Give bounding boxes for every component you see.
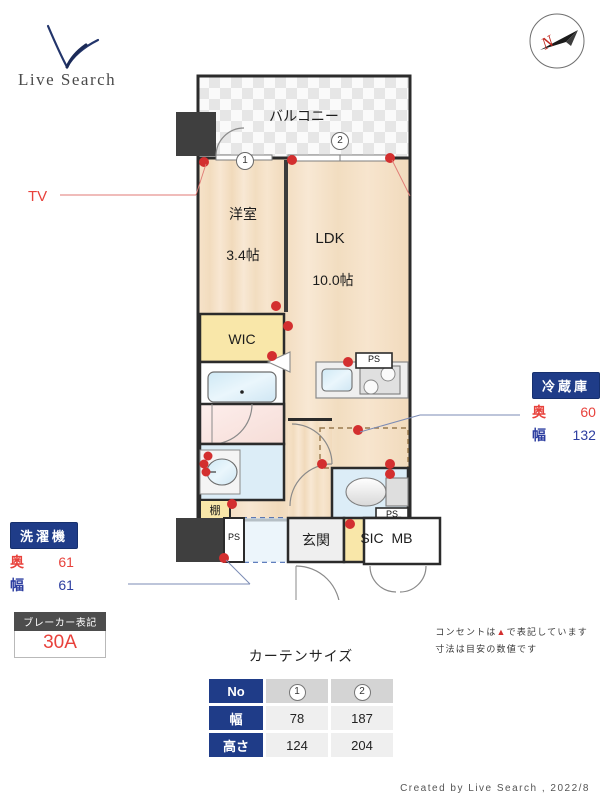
table-row: 幅 78 187 bbox=[209, 706, 393, 730]
legend-note-line1-pre: コンセントは bbox=[435, 627, 497, 637]
room-label-balcony: バルコニー bbox=[269, 108, 339, 124]
callout-refrigerator-depth: 奥 60 bbox=[532, 402, 600, 422]
room-label-wic: WIC bbox=[228, 331, 256, 347]
tv-outlet-label: TV bbox=[28, 188, 48, 205]
width-value: 61 bbox=[58, 577, 74, 593]
legend-note: コンセントは▲で表記しています 寸法は目安の数値です bbox=[435, 624, 588, 658]
toilet-tank-icon bbox=[385, 477, 409, 507]
curtain-width-1: 78 bbox=[266, 706, 328, 730]
room-genkan-fill bbox=[286, 516, 346, 564]
room-label-tana: 棚 bbox=[209, 505, 221, 517]
door-swing-mb-1 bbox=[369, 565, 397, 593]
room-label-mb: MB bbox=[391, 530, 413, 546]
leader-lines bbox=[60, 159, 520, 585]
depth-value: 61 bbox=[58, 554, 74, 570]
compass-north-icon: N bbox=[526, 10, 588, 72]
brand-logo: Live Search bbox=[10, 18, 190, 98]
door-wic bbox=[266, 351, 291, 373]
room-area-western: 3.4帖 bbox=[226, 247, 260, 263]
width-value: 132 bbox=[572, 427, 596, 443]
door-swing-corridor bbox=[291, 423, 333, 465]
curtain-col-1: 1 bbox=[266, 679, 328, 703]
window-marker-2: 2 bbox=[331, 132, 349, 150]
callout-refrigerator: 冷蔵庫 奥 60 幅 132 bbox=[532, 372, 600, 445]
room-label-ldk: LDK bbox=[315, 230, 345, 247]
room-mb-fill bbox=[362, 516, 442, 566]
curtain-size-table: カーテンサイズ No 1 2 幅 78 187 高さ 124 204 bbox=[206, 646, 396, 760]
floor-plan-drawing bbox=[60, 74, 520, 611]
footer-credit: Created by Live Search , 2022/8 bbox=[400, 783, 590, 794]
partition-wall bbox=[284, 160, 288, 312]
room-western-fill bbox=[200, 160, 284, 312]
ps-label-toilet: PS bbox=[385, 509, 398, 519]
room-area-ldk: 10.0帖 bbox=[312, 272, 354, 288]
table-row: 高さ 124 204 bbox=[209, 733, 393, 757]
curtain-height-2: 204 bbox=[331, 733, 393, 757]
door-swing-balcony bbox=[215, 127, 245, 157]
outdoor-unit-block bbox=[176, 112, 216, 156]
room-label-western: 洋室 bbox=[229, 206, 257, 222]
window-marker-1: 1 bbox=[236, 152, 254, 170]
table-row: No 1 2 bbox=[209, 679, 393, 703]
outlet-markers bbox=[199, 153, 395, 563]
pipe-shaft-left bbox=[223, 517, 245, 563]
breaker-value: 30A bbox=[14, 631, 106, 658]
curtain-row-header-width: 幅 bbox=[209, 706, 263, 730]
ps-label-kitchen: PS bbox=[367, 354, 380, 364]
circle-number-1: 1 bbox=[288, 683, 306, 701]
depth-key: 奥 bbox=[10, 554, 24, 570]
callout-washing-machine-title: 洗濯機 bbox=[10, 522, 79, 549]
callout-washing-machine-depth: 奥 61 bbox=[10, 552, 78, 572]
bathtub-icon bbox=[207, 371, 277, 403]
breaker-info-box: ブレーカー表記 30A bbox=[14, 612, 106, 658]
service-block bbox=[176, 518, 224, 562]
curtain-width-2: 187 bbox=[331, 706, 393, 730]
circle-number-2: 2 bbox=[353, 683, 371, 701]
ps-label-left: PS bbox=[227, 532, 240, 542]
width-key: 幅 bbox=[10, 577, 24, 593]
pipe-shaft-kitchen bbox=[355, 352, 393, 369]
curtain-size-title: カーテンサイズ bbox=[248, 648, 354, 664]
brand-name: Live Search bbox=[18, 70, 117, 89]
curtain-row-header-no: No bbox=[209, 679, 263, 703]
callout-refrigerator-title: 冷蔵庫 bbox=[532, 372, 600, 399]
depth-value: 60 bbox=[580, 404, 596, 420]
callout-washing-machine-width: 幅 61 bbox=[10, 575, 78, 595]
bath-floor bbox=[198, 402, 286, 446]
breaker-title: ブレーカー表記 bbox=[14, 612, 106, 631]
width-key: 幅 bbox=[532, 427, 546, 443]
toilet-icon bbox=[345, 477, 387, 507]
legend-note-line2: 寸法は目安の数値です bbox=[435, 644, 538, 655]
door-swing-genkan bbox=[295, 565, 341, 611]
curtain-row-header-height: 高さ bbox=[209, 733, 263, 757]
outlet-triangle-icon: ▲ bbox=[496, 627, 507, 637]
callout-washing-machine: 洗濯機 奥 61 幅 61 bbox=[10, 522, 79, 595]
curtain-height-1: 124 bbox=[266, 733, 328, 757]
check-swoosh-icon bbox=[46, 24, 100, 70]
legend-note-line1-post: で表記しています bbox=[506, 627, 588, 637]
legend-note-line1: コンセントは▲で表記しています bbox=[435, 624, 588, 641]
callout-refrigerator-width: 幅 132 bbox=[532, 425, 600, 445]
room-label-sic: SIC bbox=[360, 530, 384, 546]
room-label-genkan: 玄関 bbox=[302, 532, 330, 548]
kitchen-sink-icon bbox=[321, 368, 353, 392]
depth-key: 奥 bbox=[532, 404, 546, 420]
door-swing-mb-2 bbox=[399, 565, 427, 593]
curtain-col-2: 2 bbox=[331, 679, 393, 703]
